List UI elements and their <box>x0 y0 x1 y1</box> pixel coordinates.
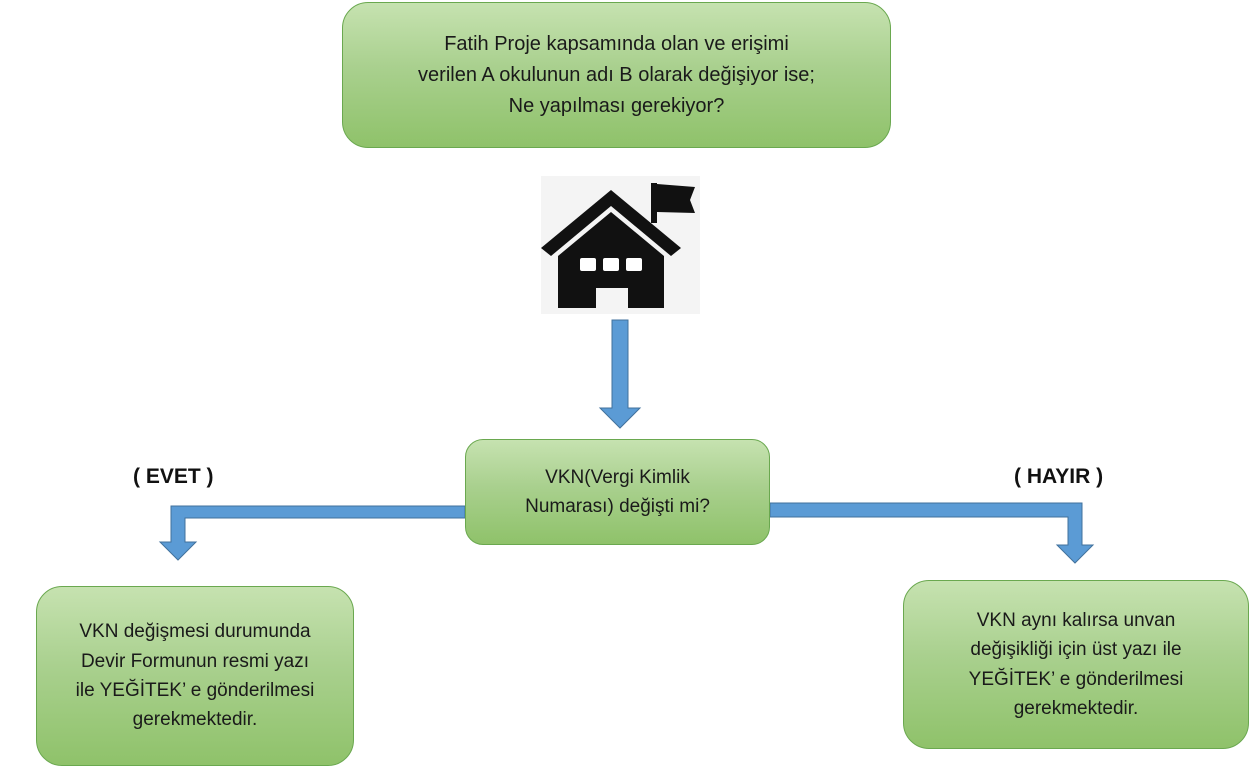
school-building-icon <box>541 176 700 314</box>
yes-branch-arrow <box>158 505 466 561</box>
decision-box: VKN(Vergi Kimlik Numarası) değişti mi? <box>465 439 770 545</box>
yes-outcome-box: VKN değişmesi durumunda Devir Formunun r… <box>36 586 354 766</box>
question-box: Fatih Proje kapsamında olan ve erişimi v… <box>342 2 891 148</box>
yes-branch-label: ( EVET ) <box>133 465 214 488</box>
question-text: Fatih Proje kapsamında olan ve erişimi v… <box>418 32 815 117</box>
decision-text: VKN(Vergi Kimlik Numarası) değişti mi? <box>525 466 710 517</box>
no-outcome-text: VKN aynı kalırsa unvan değişikliği için … <box>968 609 1184 719</box>
no-branch-label: ( HAYIR ) <box>1014 465 1104 488</box>
down-arrow <box>598 319 642 429</box>
yes-outcome-text: VKN değişmesi durumunda Devir Formunun r… <box>75 621 315 731</box>
no-outcome-box: VKN aynı kalırsa unvan değişikliği için … <box>903 580 1249 749</box>
no-branch-arrow <box>769 502 1095 564</box>
